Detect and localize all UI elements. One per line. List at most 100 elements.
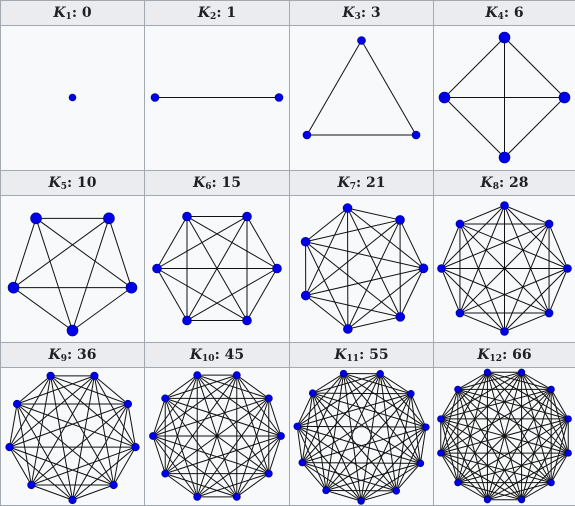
- graph-edge: [165, 436, 281, 474]
- colon-separator: :: [67, 347, 77, 363]
- graph-symbol: K: [53, 5, 65, 21]
- colon-separator: :: [215, 347, 225, 363]
- graph-vertex: [412, 131, 420, 139]
- graph-vertex: [484, 496, 491, 503]
- graph-edge: [73, 218, 109, 330]
- edge-count: 21: [366, 175, 385, 191]
- graph-vertex: [265, 395, 272, 402]
- graph-symbol: K: [193, 175, 205, 191]
- colon-separator: :: [67, 175, 77, 191]
- graph-edge: [306, 242, 424, 269]
- edge-count: 15: [222, 175, 241, 191]
- graph-vertex: [103, 213, 114, 224]
- graph-vertex: [6, 443, 14, 451]
- vertices-group: [8, 213, 137, 336]
- graph-symbol: K: [190, 347, 202, 363]
- graph-vertex: [417, 460, 424, 467]
- edges-group: [445, 38, 565, 158]
- graph-vertex: [91, 372, 99, 380]
- graph-symbol: K: [338, 175, 350, 191]
- colon-separator: :: [499, 175, 509, 191]
- graph-edge: [348, 220, 400, 329]
- graph-order: 10: [202, 354, 215, 364]
- graph-vertex: [153, 264, 162, 273]
- graph-order: 11: [347, 354, 360, 364]
- graph-edge: [269, 398, 281, 436]
- graph-edge: [458, 453, 568, 483]
- graph-vertex: [437, 416, 444, 423]
- graph-edge: [153, 436, 197, 497]
- graph-vertex: [439, 92, 450, 103]
- graph-edge: [348, 208, 401, 317]
- graph-drawing-k2: [145, 25, 289, 170]
- graph-edge: [326, 490, 361, 501]
- graph-vertex: [501, 328, 509, 336]
- graph-cell-k7: K7: 21: [289, 170, 434, 343]
- edges-group: [306, 208, 424, 329]
- graph-symbol: K: [342, 5, 354, 21]
- graph-symbol: K: [334, 347, 346, 363]
- graph-edge: [157, 269, 247, 321]
- graph-header: K6: 15: [145, 171, 289, 196]
- edges-group: [9, 376, 135, 500]
- graph-edge: [153, 436, 269, 474]
- graph-cell-k2: K2: 1: [144, 0, 290, 171]
- graph-edge: [109, 218, 132, 287]
- graph-vertex: [162, 395, 169, 402]
- graph-vertex: [423, 424, 430, 431]
- graph-edge: [458, 389, 488, 499]
- graph-edge: [361, 491, 396, 501]
- graph-symbol: K: [49, 175, 61, 191]
- graph-vertex: [273, 264, 282, 273]
- graph-vertex: [275, 94, 283, 102]
- graph-vertex: [323, 487, 330, 494]
- graph-symbol: K: [477, 347, 489, 363]
- graph-vertex: [548, 479, 555, 486]
- graph-vertex: [396, 312, 405, 321]
- graph-vertex: [456, 220, 464, 228]
- graph-cell-k1: K1: 0: [0, 0, 145, 171]
- graph-vertex: [301, 237, 310, 246]
- graph-vertex: [559, 92, 570, 103]
- graph-edge: [14, 218, 109, 287]
- graph-symbol: K: [198, 5, 210, 21]
- graph-edge: [36, 218, 72, 330]
- graph-edge: [441, 419, 488, 500]
- graph-vertex: [47, 372, 55, 380]
- graph-edge: [306, 208, 348, 295]
- graph-edge: [187, 269, 277, 321]
- graph-vertex: [565, 450, 572, 457]
- edge-count: 55: [369, 347, 388, 363]
- graph-vertex: [499, 152, 510, 163]
- edges-group: [307, 41, 416, 136]
- graph-header: K1: 0: [1, 1, 144, 26]
- graph-vertex: [564, 265, 572, 273]
- graph-vertex: [28, 481, 36, 489]
- graph-edge: [165, 398, 237, 496]
- graph-vertex: [393, 488, 400, 495]
- graph-vertex: [438, 265, 446, 273]
- graph-edge: [458, 389, 568, 419]
- graph-vertex: [455, 386, 462, 393]
- graph-drawing-k7: [290, 195, 433, 342]
- graph-vertex: [396, 215, 405, 224]
- graph-edge: [9, 447, 113, 485]
- graph-edge: [362, 41, 417, 136]
- graph-symbol: K: [481, 175, 493, 191]
- graph-edge: [94, 376, 128, 404]
- graph-edge: [165, 474, 237, 497]
- graph-edge: [73, 288, 132, 331]
- graph-vertex: [31, 213, 42, 224]
- graph-vertex: [437, 450, 444, 457]
- edge-count: 36: [77, 347, 96, 363]
- graph-edge: [51, 376, 136, 447]
- colon-separator: :: [359, 347, 369, 363]
- vertices-group: [69, 94, 76, 101]
- colon-separator: :: [211, 175, 221, 191]
- graph-cell-k12: K12: 66: [433, 342, 575, 506]
- graph-vertex: [455, 479, 462, 486]
- graph-edge: [157, 217, 247, 269]
- graph-edge: [153, 436, 165, 474]
- graph-edge: [306, 242, 401, 317]
- graph-vertex: [277, 432, 284, 439]
